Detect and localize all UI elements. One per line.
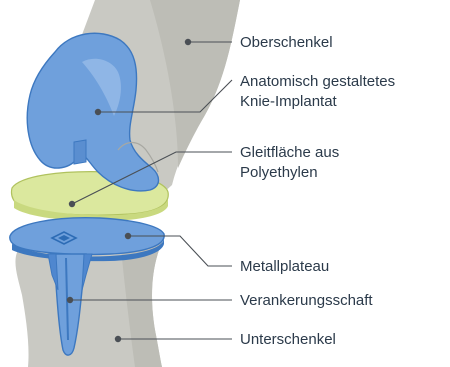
label-implant-line2: Knie-Implantat [240,93,338,110]
label-metallplateau: Metallplateau [240,258,329,275]
label-schaft: Verankerungsschaft [240,292,373,309]
label-implant-line1: Anatomisch gestaltetes [240,73,395,90]
label-unterschenkel: Unterschenkel [240,331,336,348]
label-gleit-line1: Gleitfläche aus [240,144,339,161]
femoral-component-peg [74,140,86,164]
label-gleit-line2: Polyethylen [240,164,318,181]
label-oberschenkel: Oberschenkel [240,34,333,51]
